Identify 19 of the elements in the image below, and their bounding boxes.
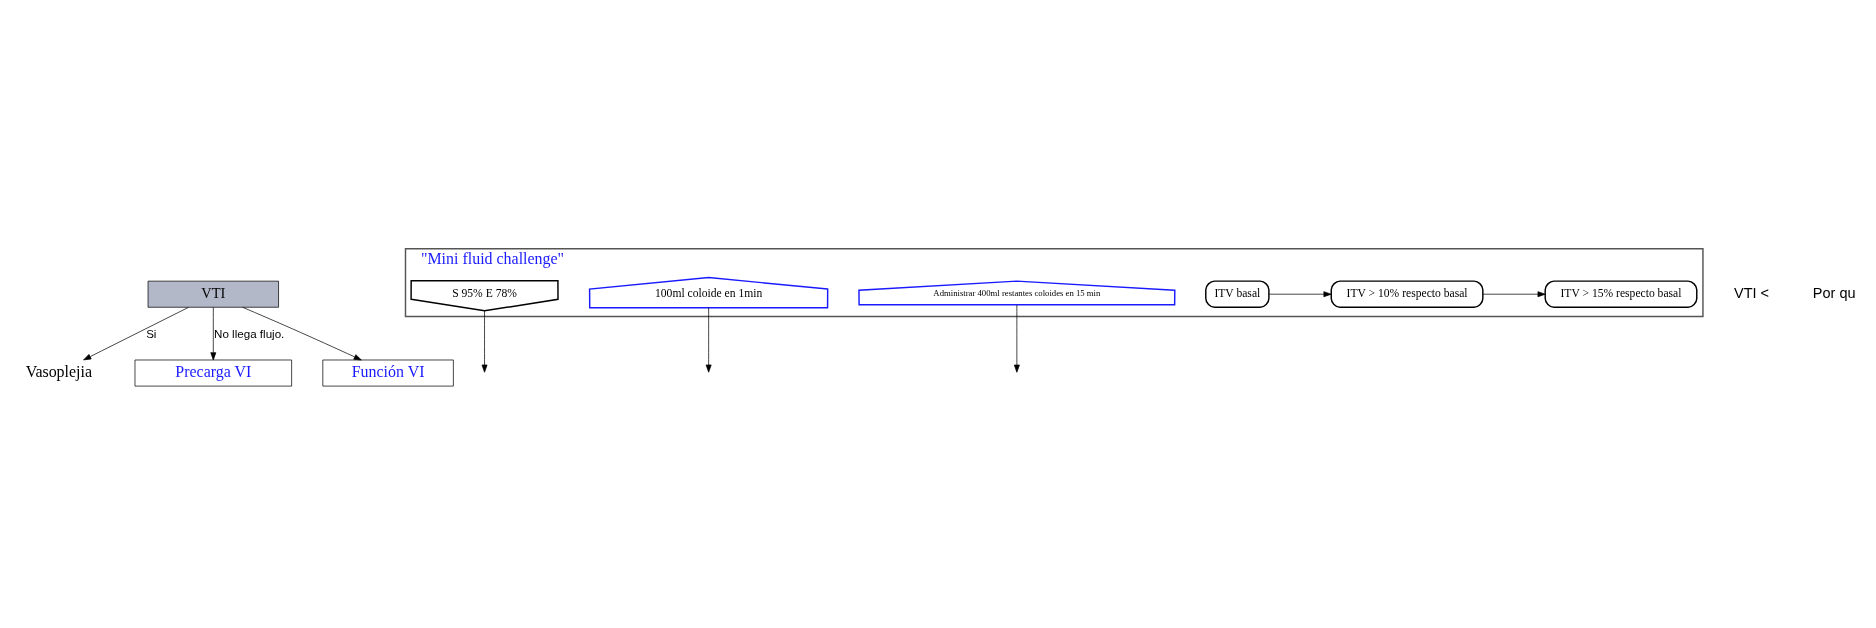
node-box: Precarga VI bbox=[134, 359, 292, 386]
edge-label: No llega flujo. bbox=[214, 326, 285, 340]
node-box: Función VI bbox=[322, 359, 454, 386]
arrow bbox=[1013, 304, 1020, 373]
label: VTI < bbox=[1734, 284, 1770, 301]
arrow bbox=[83, 306, 189, 360]
arrow bbox=[1268, 290, 1332, 297]
node-text: Vasoplejia bbox=[25, 362, 93, 380]
arrow bbox=[705, 306, 712, 373]
node-box: ITV > 10% respecto basal bbox=[1330, 279, 1484, 308]
node-box: ITV > 15% respecto basal bbox=[1544, 279, 1698, 308]
arrow bbox=[242, 306, 362, 360]
node-box: ITV basal bbox=[1205, 279, 1270, 308]
arrow bbox=[210, 306, 217, 360]
arrow bbox=[481, 309, 488, 373]
node-box: VTI bbox=[147, 280, 279, 308]
arrow bbox=[1482, 290, 1546, 297]
label: Por qu bbox=[1812, 284, 1856, 301]
edge-label: Si bbox=[146, 326, 157, 340]
